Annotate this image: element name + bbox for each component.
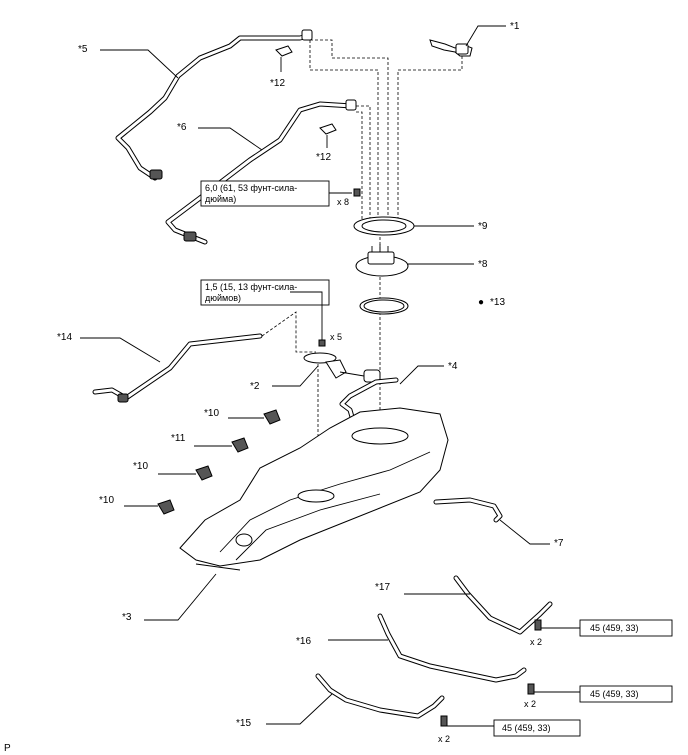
torque-top-line1: 6,0 (61, 53 фунт-сила- <box>205 183 297 193</box>
part-7-hose <box>433 497 503 523</box>
band15-torque: 45 (459, 33) <box>502 723 551 733</box>
torque-spec-mid: 1,5 (15, 13 фунт-сила- дюймов) x 5 <box>200 279 342 347</box>
bolt-15 <box>440 715 448 727</box>
part-12-clip-upper <box>275 45 293 57</box>
part-11-clamp <box>231 437 249 453</box>
torque-top-line2: дюйма) <box>205 194 236 204</box>
part-2-sender-gauge <box>303 352 381 383</box>
leader-1 <box>465 25 506 47</box>
callout-14: *14 <box>57 332 72 343</box>
callout-11: *11 <box>171 433 186 444</box>
band15-qty: x 2 <box>438 734 450 744</box>
callout-17: *17 <box>375 582 390 593</box>
part-13-gasket <box>359 297 409 315</box>
callout-2: *2 <box>250 381 260 392</box>
part-12-clip-lower <box>319 123 337 135</box>
leader-15 <box>266 693 333 725</box>
leader-14 <box>80 337 161 363</box>
part-14-tube <box>92 333 263 403</box>
callout-12b: *12 <box>316 152 331 163</box>
torque-box-17 <box>579 619 673 637</box>
part-15-tank-band <box>315 673 445 719</box>
part-10-clamp-c <box>157 499 175 515</box>
band17-torque: 45 (459, 33) <box>590 623 639 633</box>
assembly-guides-top <box>309 39 463 440</box>
callout-12a: *12 <box>270 78 285 89</box>
leader-6 <box>198 127 263 151</box>
leader-4 <box>399 365 444 385</box>
callout-10b: *10 <box>133 461 148 472</box>
torque-top-qty: x 8 <box>337 197 349 207</box>
corner-label: P <box>4 743 11 754</box>
callout-7: *7 <box>554 538 564 549</box>
leader-5 <box>100 49 179 79</box>
callout-15: *15 <box>236 718 251 729</box>
part-4-hose <box>339 377 399 427</box>
callout-10c: *10 <box>99 495 114 506</box>
guide-14 <box>261 311 316 353</box>
torque-box-16 <box>579 685 673 703</box>
leader-2 <box>272 365 319 387</box>
callout-13: *13 <box>490 297 505 308</box>
bolt-17 <box>534 619 542 631</box>
band16-qty: x 2 <box>524 699 536 709</box>
callout-5: *5 <box>78 44 88 55</box>
callout-10a: *10 <box>204 408 219 419</box>
part-10-clamp-b <box>195 465 213 481</box>
callout-3: *3 <box>122 612 132 623</box>
callout-4: *4 <box>448 361 458 372</box>
part-17-tank-band <box>453 575 553 635</box>
part-10-clamp-a <box>263 409 281 425</box>
band17-qty: x 2 <box>530 637 542 647</box>
torque-mid-line2: дюймов) <box>205 293 241 303</box>
callout-8: *8 <box>478 259 488 270</box>
part-3-fuel-tank <box>179 407 449 571</box>
callout-6: *6 <box>177 122 187 133</box>
callout-1: *1 <box>510 21 520 32</box>
leader-3 <box>144 573 217 621</box>
part-1-connector <box>429 39 473 57</box>
callout-16: *16 <box>296 636 311 647</box>
leader-7 <box>499 519 550 545</box>
torque-mid-qty: x 5 <box>330 332 342 342</box>
bolt-16 <box>527 683 535 695</box>
part-5-tube <box>115 29 313 181</box>
bullet-13: ● <box>478 297 484 308</box>
part-9-retainer-ring <box>353 216 415 236</box>
band16-torque: 45 (459, 33) <box>590 689 639 699</box>
callout-9: *9 <box>478 221 488 232</box>
torque-box-15 <box>493 719 581 737</box>
part-16-tank-band <box>377 613 527 683</box>
torque-spec-top: 6,0 (61, 53 фунт-сила- дюйма) x 8 <box>200 180 361 207</box>
torque-mid-line1: 1,5 (15, 13 фунт-сила- <box>205 282 297 292</box>
part-8-pump-cap <box>355 244 409 277</box>
part-6-tube <box>165 99 357 245</box>
